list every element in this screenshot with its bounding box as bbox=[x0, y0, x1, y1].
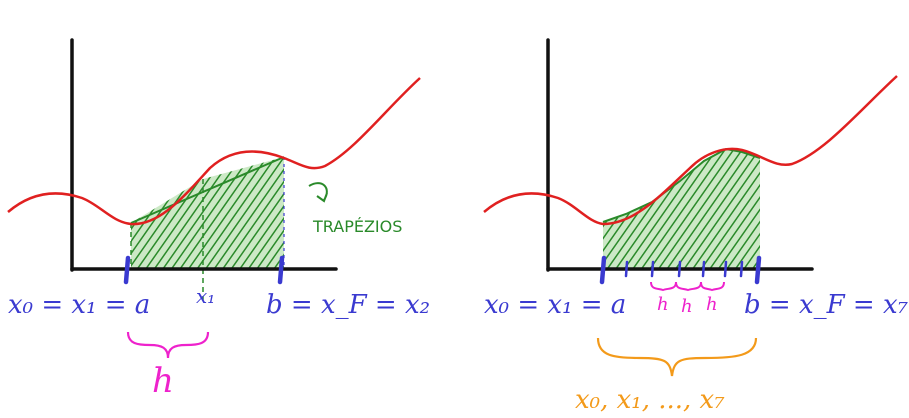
right-panel: x₀ = x₁ = a b = x_F = x₇ h h h x₀, x₁, .… bbox=[483, 38, 909, 415]
right-step-label-1: h bbox=[657, 294, 669, 315]
right-tick-4 bbox=[701, 260, 706, 278]
right-trapezoid-strip-4 bbox=[680, 161, 704, 268]
left-trapezoid-1 bbox=[131, 179, 203, 268]
right-tick-6 bbox=[739, 260, 744, 278]
left-label-method: TRAPÉZIOS bbox=[312, 217, 402, 236]
left-arrow-icon bbox=[308, 182, 328, 203]
left-function-curve bbox=[7, 77, 421, 226]
left-label-step: h bbox=[152, 361, 174, 401]
right-trapezoid-strip-6 bbox=[726, 149, 742, 268]
right-trapezoid-strip-2 bbox=[626, 202, 652, 268]
left-tick-b bbox=[277, 255, 285, 285]
right-tick-2 bbox=[650, 260, 655, 278]
left-tick-a bbox=[123, 255, 131, 285]
left-label-end: b = x_F = x₂ bbox=[266, 290, 430, 320]
right-tick-5 bbox=[723, 260, 728, 278]
right-label-end: b = x_F = x₇ bbox=[744, 290, 909, 320]
right-chords bbox=[602, 147, 761, 223]
right-label-start: x₀ = x₁ = a bbox=[484, 290, 626, 320]
left-chord bbox=[130, 156, 285, 224]
left-step-brace bbox=[126, 331, 210, 359]
right-trapezoid-strip-5 bbox=[704, 149, 726, 268]
left-label-start: x₀ = x₁ = a bbox=[8, 290, 150, 320]
left-label-mid: x₁ bbox=[196, 284, 215, 308]
left-trapezoid-2 bbox=[203, 157, 284, 268]
right-step-braces bbox=[650, 281, 725, 292]
right-tick-3 bbox=[677, 260, 682, 278]
right-function-curve bbox=[483, 75, 898, 226]
right-trapezoid-strip-1 bbox=[603, 214, 626, 268]
right-tick-a bbox=[599, 255, 607, 285]
right-step-label-2: h bbox=[681, 296, 693, 317]
right-tick-1 bbox=[624, 260, 629, 278]
right-tick-b bbox=[754, 255, 762, 285]
right-step-label-3: h bbox=[706, 294, 718, 315]
left-panel: x₀ = x₁ = a x₁ b = x_F = x₂ TRAPÉZIOS h bbox=[7, 38, 430, 401]
right-set-brace bbox=[596, 337, 758, 377]
right-label-set: x₀, x₁, ..., x₇ bbox=[575, 385, 725, 415]
right-trapezoid-strip-3 bbox=[652, 181, 680, 268]
right-trapezoid-strip-7 bbox=[742, 152, 760, 268]
